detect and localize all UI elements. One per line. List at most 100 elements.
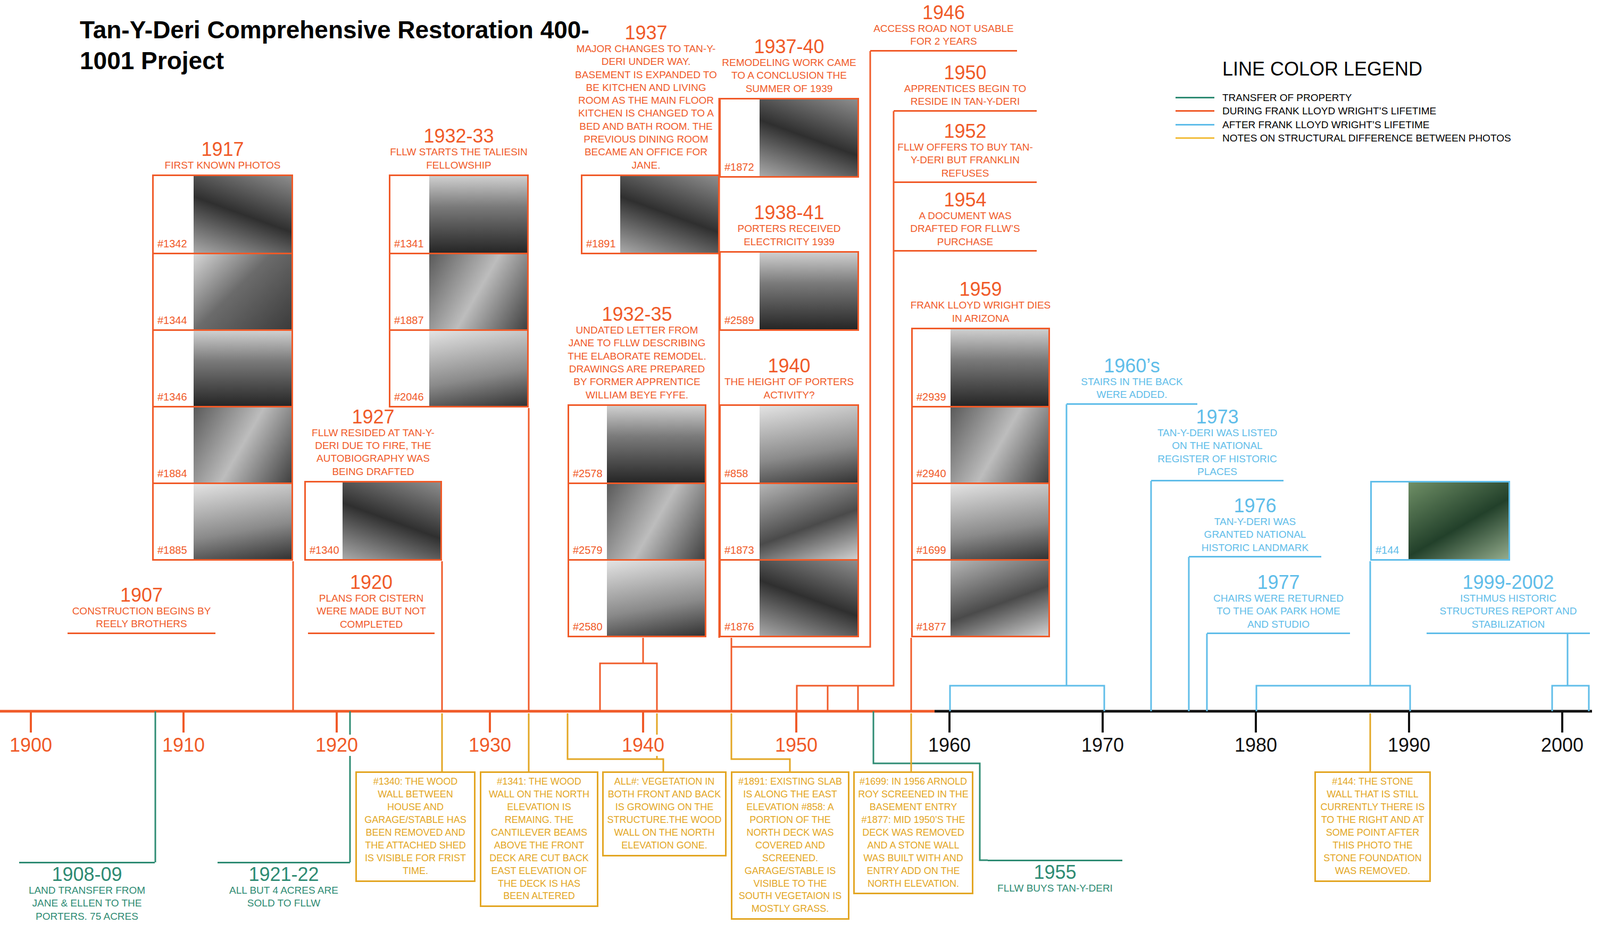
- event-label: 1921-22ALL BUT 4 ACRES ARE SOLD TO FLLW: [217, 861, 350, 911]
- leader-line: [528, 713, 530, 772]
- axis-year-text: 1990: [1387, 734, 1431, 756]
- leader-line: [154, 711, 157, 863]
- legend-text: DURING FRANK LLOYD WRIGHT’S LIFETIME: [1222, 105, 1437, 117]
- axis-year-text: 1930: [468, 734, 512, 756]
- photo-cell: #1884: [153, 405, 292, 483]
- event-heading: 1932-35UNDATED LETTER FROM JANE TO FLLW …: [564, 304, 710, 402]
- timeline-axis: [1101, 711, 1104, 733]
- event-description: PLANS FOR CISTERN WERE MADE BUT NOT COMP…: [307, 592, 435, 631]
- event-year: 1932-33: [382, 126, 536, 146]
- leader-line: [730, 637, 733, 712]
- leader-line: [1065, 404, 1068, 686]
- event-label: 1954A DOCUMENT WAS DRAFTED FOR FLLW’S PU…: [893, 190, 1037, 252]
- axis-year: 1960: [926, 734, 973, 756]
- event-description: REMODELING WORK CAME TO A CONCLUSION THE…: [719, 56, 860, 96]
- timeline-axis: [1561, 711, 1564, 733]
- photo-cell: #1344: [153, 252, 292, 330]
- event-description: UNDATED LETTER FROM JANE TO FLLW DESCRIB…: [564, 323, 710, 402]
- photo-image: [759, 560, 858, 636]
- leader-line: [292, 561, 295, 712]
- photo-group: 1938-41PORTERS RECEIVED ELECTRICITY 1939…: [719, 251, 860, 331]
- photo-group: 1932-33FLLW STARTS THE TALIESIN FELLOWSH…: [388, 174, 529, 408]
- leader-line: [1552, 685, 1589, 712]
- event-label: 1960’sSTAIRS IN THE BACK WERE ADDED.: [1066, 356, 1198, 405]
- photo-cell: #2939: [912, 329, 1049, 406]
- event-description: CONSTRUCTION BEGINS BY REELY BROTHERS: [67, 604, 216, 631]
- axis-year: 1990: [1385, 734, 1433, 756]
- note-text: #1699: IN 1956 ARNOLD ROY SCREENED IN TH…: [857, 775, 969, 890]
- leader-line: [441, 561, 444, 712]
- note-box: #144: THE STONE WALL THAT IS STILL CURRE…: [1314, 771, 1431, 882]
- axis-year: 1930: [466, 734, 514, 756]
- note-text: #1341: THE WOOD WALL ON THE NORTH ELEVAT…: [484, 775, 594, 903]
- photo-number: #1873: [724, 544, 755, 556]
- photo-number: #1346: [157, 390, 188, 403]
- axis-year-text: 1900: [9, 734, 53, 756]
- photo-cell: #1885: [153, 482, 292, 560]
- photo-number: #1699: [916, 544, 947, 556]
- photo-image: [193, 407, 292, 483]
- photo-number: #2580: [572, 620, 603, 633]
- photo-number: #1344: [157, 314, 188, 327]
- legend-text: AFTER FRANK LLOYD WRIGHT’S LIFETIME: [1222, 119, 1430, 131]
- leader-line: [910, 713, 913, 772]
- legend-heading: LINE COLOR LEGEND: [1222, 58, 1512, 80]
- leader-line: [1188, 556, 1190, 712]
- event-description: A DOCUMENT WAS DRAFTED FOR FLLW’S PURCHA…: [893, 209, 1037, 249]
- photo-image: [193, 330, 292, 406]
- leader-line: [1150, 480, 1153, 712]
- timeline-axis: [1254, 711, 1257, 733]
- photo-number: #2939: [916, 390, 947, 403]
- photo-number: #2940: [916, 467, 947, 480]
- event-description: TAN-Y-DERI WAS LISTED ON THE NATIONAL RE…: [1151, 426, 1284, 479]
- event-year: 1921-22: [217, 864, 350, 885]
- leader-line: [950, 685, 1105, 712]
- legend-row: NOTES ON STRUCTURAL DIFFERENCE BETWEEN P…: [1222, 131, 1512, 146]
- leader-line: [857, 685, 860, 712]
- event-year: 1938-41: [719, 203, 860, 223]
- photo-image: [759, 252, 858, 330]
- photo-cell: #1699: [912, 482, 1049, 560]
- timeline-axis: [335, 711, 338, 733]
- leader-line: [1256, 685, 1411, 712]
- leader-line: [1206, 633, 1208, 712]
- note-text: #1340: THE WOOD WALL BETWEEN HOUSE AND G…: [360, 775, 471, 878]
- event-year: 1907: [67, 585, 216, 605]
- photo-cell: #1876: [720, 559, 858, 636]
- event-year: 1955: [987, 862, 1123, 882]
- axis-year-text: 2000: [1540, 734, 1584, 756]
- axis-year-text: 1980: [1234, 734, 1278, 756]
- event-label: 1907CONSTRUCTION BEGINS BY REELY BROTHER…: [67, 585, 216, 635]
- event-heading: 1927FLLW RESIDED AT TAN-Y-DERI DUE TO FI…: [301, 407, 446, 479]
- photo-number: #1341: [394, 237, 424, 250]
- photo-cell: #1341: [390, 176, 528, 253]
- photo-image: [342, 482, 441, 560]
- photo-image: [606, 484, 705, 560]
- event-description: FLLW BUYS TAN-Y-DERI: [987, 881, 1123, 895]
- axis-year-text: 1950: [775, 734, 818, 756]
- photo-number: #2589: [724, 314, 755, 327]
- photo-image: [606, 405, 705, 483]
- event-heading: 1937-40REMODELING WORK CAME TO A CONCLUS…: [719, 37, 860, 96]
- event-label: 1999-2002ISTHMUS HISTORIC STRUCTURES REP…: [1426, 572, 1590, 635]
- leader-line: [600, 663, 657, 712]
- photo-image: [193, 176, 292, 253]
- photo-image: [759, 405, 858, 483]
- leader-line: [1369, 561, 1372, 686]
- event-label: 1977CHAIRS WERE RETURNED TO THE OAK PARK…: [1206, 572, 1350, 635]
- event-description: ISTHMUS HISTORIC STRUCTURES REPORT AND S…: [1426, 592, 1590, 631]
- leader-line: [441, 713, 444, 772]
- leader-line: [642, 637, 645, 664]
- axis-year: 1980: [1232, 734, 1280, 756]
- event-year: 1940: [719, 356, 860, 376]
- timeline-axis: [934, 710, 1593, 713]
- photo-cell: #2579: [569, 482, 705, 560]
- event-description: ALL BUT 4 ACRES ARE SOLD TO FLLW: [217, 884, 350, 911]
- photo-cell: #2578: [569, 405, 705, 483]
- photo-cell: #2580: [569, 559, 705, 636]
- photo-image: [429, 176, 528, 253]
- legend-swatch: [1175, 110, 1215, 112]
- event-year: 1954: [893, 190, 1037, 210]
- photo-cell: #1872: [720, 99, 858, 177]
- event-label: 1976TAN-Y-DERI WAS GRANTED NATIONAL HIST…: [1188, 496, 1322, 558]
